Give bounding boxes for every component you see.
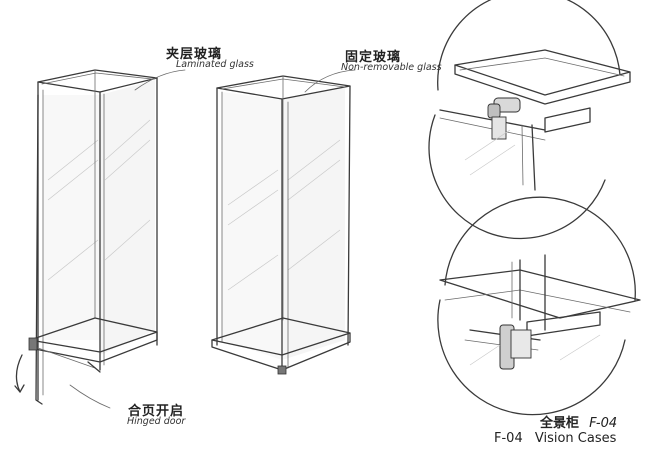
hinged-door-label-cn: 合页开启	[128, 404, 185, 419]
cabinet-hinged-door	[14, 69, 158, 405]
caption-code-top: F-04	[589, 416, 618, 431]
caption-title-en: F-04 Vision Cases	[494, 431, 616, 446]
caption-title-cn: 全景柜 F-04	[540, 412, 617, 431]
hinge-detail-top	[428, 0, 631, 240]
non-removable-glass-label-cn: 固定玻璃	[345, 50, 402, 65]
caption-en: Vision Cases	[534, 431, 617, 446]
caption-code-bottom: F-04	[494, 431, 523, 446]
laminated-glass-label-cn: 夹层玻璃	[166, 47, 223, 62]
leader-lines	[69, 69, 356, 409]
laminated-glass-label-en: Laminated glass	[176, 59, 254, 70]
cabinet-fixed-glass	[211, 75, 351, 375]
hinge-detail-bottom	[437, 196, 641, 416]
non-removable-glass-label-en: Non-removable glass	[341, 62, 442, 73]
hinged-door-label-en: Hinged door	[127, 416, 186, 427]
caption-cn: 全景柜	[540, 416, 580, 431]
swing-arrow-icon	[15, 354, 23, 393]
